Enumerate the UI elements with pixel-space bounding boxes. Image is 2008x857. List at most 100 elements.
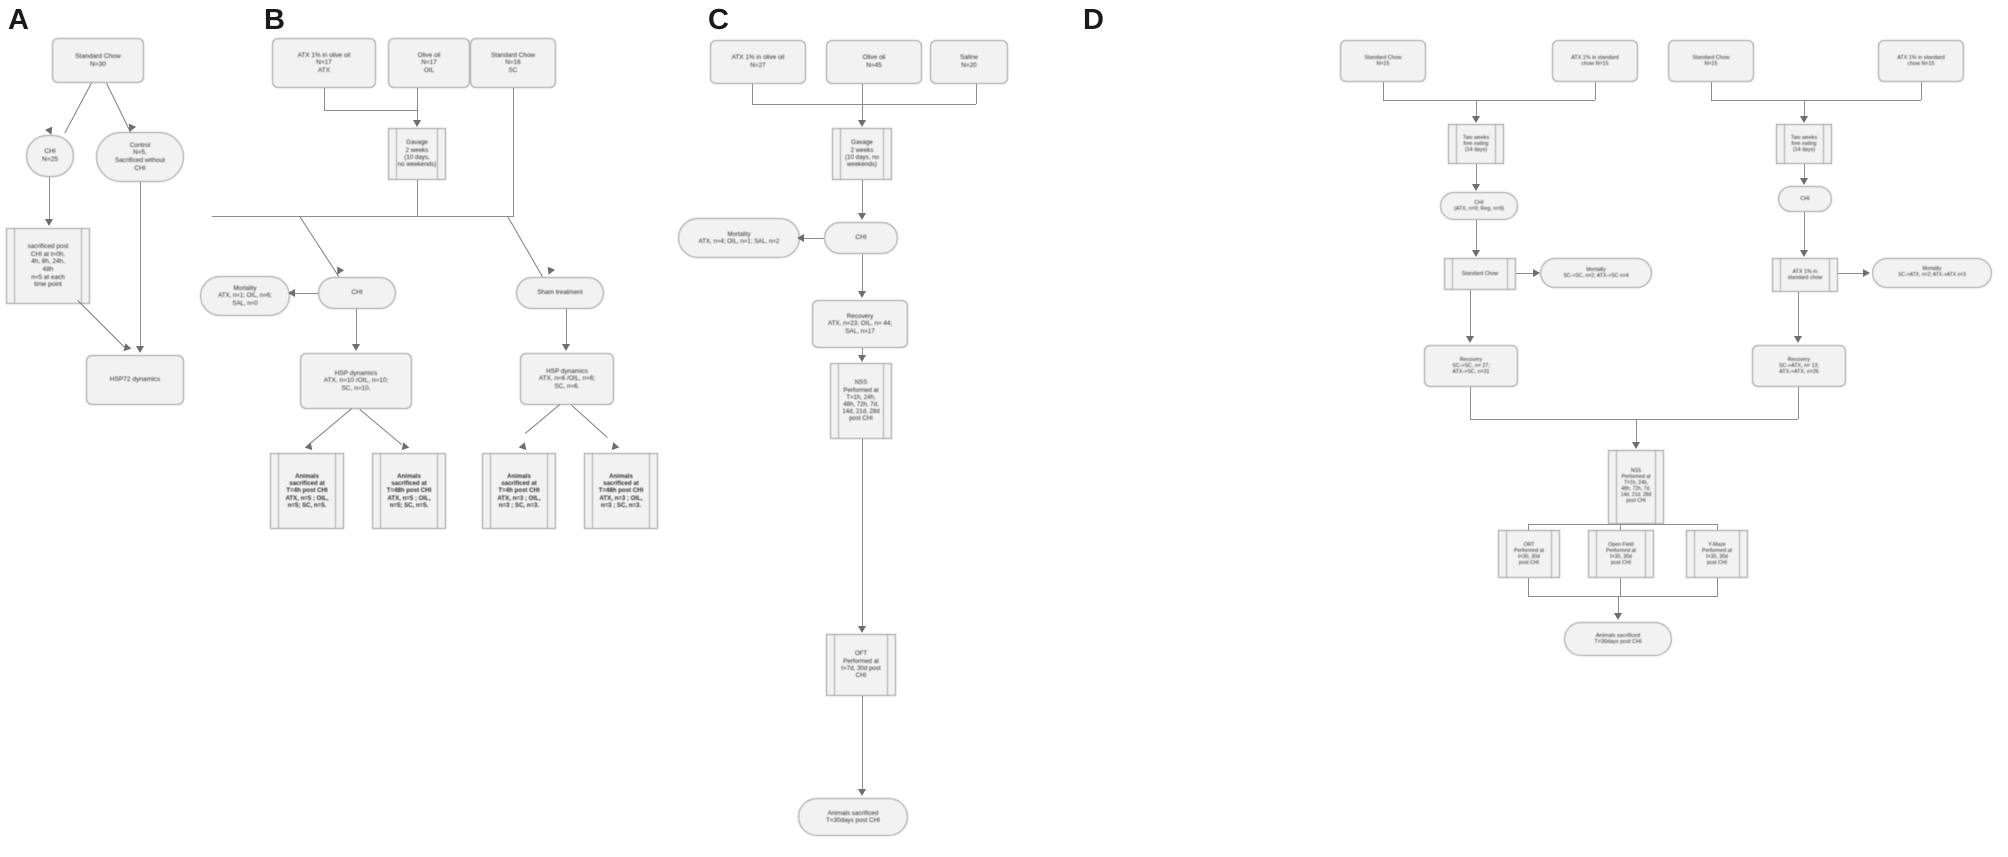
edge-d2-down xyxy=(1595,82,1596,100)
edge-d-chow-recovery-right xyxy=(1798,292,1799,336)
node-d-free-eating-right: Two weeks free eating (14 days) xyxy=(1776,124,1832,164)
edge-d-test-ymaze xyxy=(1717,524,1718,530)
node-d-open-field: Open Field Performed at t=30, 30d post C… xyxy=(1588,530,1654,578)
edge-d-left-bus xyxy=(1383,100,1595,101)
edge-c-nss-oft xyxy=(862,439,863,627)
arrowhead-b-gavage xyxy=(413,120,421,127)
edge-b-hsp-to-48h xyxy=(359,409,403,446)
edge-d-tests-bus xyxy=(1528,524,1718,525)
node-d-recovery-right: Recovery SC->ATX, n= 13; ATX->ATX, n=26 xyxy=(1752,345,1846,387)
panel-label-a: A xyxy=(8,4,29,36)
arrowhead-d-sacrifice xyxy=(1614,613,1622,620)
node-b-sacrificed-4h-chi: Animals sacrificed at T=4h post CHI ATX,… xyxy=(270,453,344,529)
edge-a4-a5 xyxy=(77,300,128,351)
arrowhead-b-chi xyxy=(333,266,345,277)
node-b-sacrificed-4h-sham: Animals sacrificed at T=4h post CHI ATX,… xyxy=(482,453,556,529)
edge-c1-down xyxy=(752,84,753,104)
arrowhead-c-sacrifice xyxy=(858,789,866,796)
edge-d-test-ort xyxy=(1528,524,1529,530)
arrowhead-b-48h-chi xyxy=(398,442,410,453)
edge-b-hsp-to-4h xyxy=(309,408,352,445)
edge-c2-down xyxy=(862,84,863,120)
edge-b4-down xyxy=(417,180,418,216)
edge-b1-across xyxy=(324,110,417,111)
edge-d-merge-bus xyxy=(1470,419,1798,420)
arrowhead-d-free-eating-left xyxy=(1472,116,1480,123)
node-b-standard-chow: Standard Chow N=16 SC xyxy=(470,38,556,88)
node-b-chi: CHI xyxy=(318,277,396,309)
panel-label-d: D xyxy=(1083,4,1104,36)
arrowhead-a2-a4 xyxy=(45,219,53,226)
edge-b2-down xyxy=(417,88,418,120)
arrowhead-c-nss xyxy=(858,355,866,362)
edge-d-ort-down xyxy=(1528,578,1529,596)
edge-b-sham-to-4h xyxy=(524,404,560,434)
arrowhead-c-mortality xyxy=(797,234,804,242)
edge-d-merge-down xyxy=(1636,419,1637,443)
edge-c-chi-mortality xyxy=(800,238,824,239)
arrowhead-b-hsp-sham xyxy=(562,344,570,351)
edge-d-ymaze-down xyxy=(1717,578,1718,596)
node-c-oft: OFT Performed at t=7d, 30d post CHI xyxy=(826,634,896,696)
arrowhead-d-chow-right xyxy=(1800,250,1808,257)
arrowhead-d-nss xyxy=(1632,442,1640,449)
arrowhead-c-oft xyxy=(858,626,866,633)
edge-d-left-bus-down xyxy=(1476,100,1477,116)
edge-b3-down xyxy=(513,88,514,216)
panel-label-c: C xyxy=(708,4,729,36)
node-d-mortality-right: Mortality SC->ATX, n=2; ATX->ATX n=3 xyxy=(1872,258,1992,288)
node-a-control: Control N=5, Sacrificed without CHI xyxy=(96,132,184,182)
panel-label-b: B xyxy=(264,4,285,36)
node-d-atx-chow-left: ATX 1% in standard chow N=15 xyxy=(1552,40,1638,82)
node-b-mortality: Mortality ATX, n=1; OIL, n=6; SAL, n=0 xyxy=(200,276,290,316)
arrowhead-c-recovery xyxy=(858,291,866,298)
arrowhead-b-sham xyxy=(544,266,556,277)
node-b-sacrificed-48h-sham: Animals sacrificed at T=48h post CHI ATX… xyxy=(584,453,658,529)
arrowhead-a3-a5 xyxy=(136,346,144,353)
node-d-y-maze: Y-Maze Performed at t=30, 30d post CHI xyxy=(1686,530,1748,578)
edge-b-bus-to-sham xyxy=(507,216,543,278)
node-c-atx-olive-oil: ATX 1% in olive oil N=27 xyxy=(710,40,806,84)
edge-d-sacrifice-bus xyxy=(1528,596,1718,597)
edge-d-right-bus-down xyxy=(1804,100,1805,116)
edge-c1-across xyxy=(752,104,862,105)
edge-b-sham-to-48h xyxy=(571,405,608,438)
arrowhead-c-chi xyxy=(858,213,866,220)
arrowhead-d-recovery-right xyxy=(1794,336,1802,343)
node-d-atx-chow-phase2: ATX 1% in standard chow xyxy=(1772,258,1838,292)
node-a-hsp72-dynamics: HSP72 dynamics xyxy=(86,355,184,405)
node-d-standard-chow-left: Standard Chow N=15 xyxy=(1340,40,1426,82)
arrowhead-a4-a5 xyxy=(120,343,132,354)
node-c-mortality: Mortality ATX, n=4; OIL, n=1; SAL, n=2 xyxy=(678,218,800,258)
node-a-chi: CHI N=25 xyxy=(26,135,74,177)
edge-b-bus-to-chi xyxy=(299,216,340,277)
edge-d-chi-chow-left xyxy=(1476,220,1477,250)
node-d-atx-chow-right: ATX 1% in standard chow N=15 xyxy=(1878,40,1964,82)
edge-d-recovery-right-down xyxy=(1798,387,1799,419)
edge-a3-a5 xyxy=(140,182,141,348)
edge-b-split-bus xyxy=(212,216,514,217)
edge-d-openfield-down xyxy=(1620,578,1621,596)
edge-c-oft-sacrifice xyxy=(862,696,863,790)
edge-b-chi-mortality xyxy=(290,293,318,294)
node-b-sacrificed-48h-chi: Animals sacrificed at T=48h post CHI ATX… xyxy=(372,453,446,529)
node-c-animals-sacrificed: Animals sacrificed T=30days post CHI xyxy=(798,798,908,836)
edge-d-sacrifice-down xyxy=(1618,596,1619,614)
edge-a2-a4 xyxy=(49,177,50,221)
node-b-hsp-dynamics-chi: HSP dynamics ATX, n=10 /OIL, n=10; SC, n… xyxy=(300,353,412,409)
node-a-sacrificed-post-chi: sacrificed post CHI at t=0h, 4h, 8h, 24h… xyxy=(6,228,90,304)
arrowhead-b-4h-sham xyxy=(518,442,530,453)
node-b-gavage: Gavage 2 weeks (10 days, no weekends) xyxy=(388,128,446,180)
node-c-saline: Saline N=20 xyxy=(930,40,1008,84)
node-d-recovery-left: Recovery SC->SC, n= 27; ATX->SC, n=31 xyxy=(1424,345,1518,387)
edge-c-gavage-chi xyxy=(862,180,863,214)
edge-c3-across xyxy=(862,104,976,105)
node-c-gavage: Gavage 2 weeks (10 days, no weekends) xyxy=(832,128,892,180)
arrowhead-b-hsp-chi xyxy=(352,344,360,351)
edge-d-right-bus xyxy=(1711,100,1921,101)
arrowhead-b-48h-sham xyxy=(608,442,620,453)
arrowhead-c-gavage xyxy=(858,120,866,127)
node-d-animals-sacrificed: Animals sacrificed T=30days post CHI xyxy=(1564,622,1672,656)
node-c-recovery: Recovery ATX, n=23; OIL, n= 44; SAL, n=1… xyxy=(812,300,908,348)
